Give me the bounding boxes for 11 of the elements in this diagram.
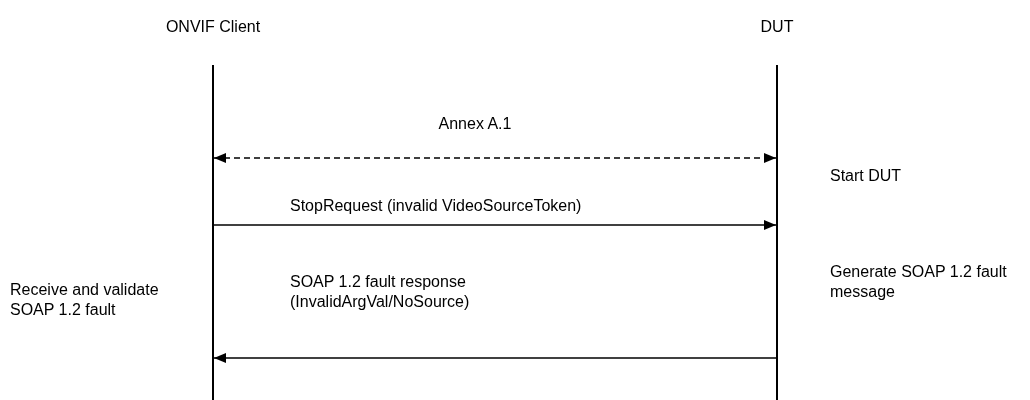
edge-label: Annex A.1 <box>437 114 513 134</box>
arrow <box>213 220 777 230</box>
arrow <box>213 353 777 363</box>
note-text: Receive and validate SOAP 1.2 fault <box>10 280 160 320</box>
arrow <box>213 153 777 163</box>
edge-label: SOAP 1.2 fault response (InvalidArgVal/NoSource) <box>290 272 471 312</box>
note-text: Generate SOAP 1.2 fault message <box>830 262 1008 302</box>
participant-label: ONVIF Client <box>165 18 261 36</box>
participant-label: DUT <box>760 18 794 36</box>
note-text: Start DUT <box>830 166 903 186</box>
edge-label: StopRequest (invalid VideoSourceToken) <box>290 196 583 216</box>
